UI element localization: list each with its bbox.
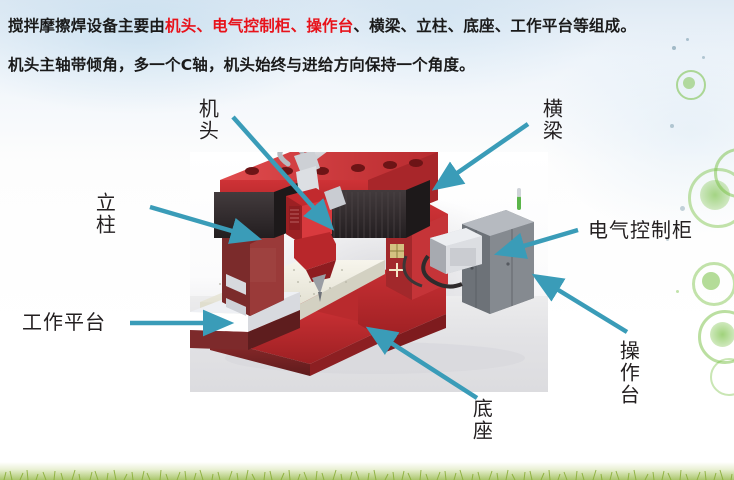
machine-illustration xyxy=(190,152,534,376)
heading-line-1: 搅拌摩擦焊设备主要由机头、电气控制柜、操作台、横梁、立柱、底座、工作平台等组成。 xyxy=(8,14,728,36)
heading-line1-prefix: 搅拌摩擦焊设备主要由 xyxy=(8,17,166,35)
heading-block: 搅拌摩擦焊设备主要由机头、电气控制柜、操作台、横梁、立柱、底座、工作平台等组成。… xyxy=(8,14,728,75)
label-work-platform: 工作平台 xyxy=(22,310,106,334)
label-electrical-cabinet: 电气控制柜 xyxy=(588,218,693,242)
label-column: 立柱 xyxy=(92,192,117,236)
callout-operation-console xyxy=(531,273,629,334)
label-operation-console: 操作台 xyxy=(616,340,641,406)
label-cross-beam: 横梁 xyxy=(539,98,564,142)
heading-line1-highlight: 机头、电气控制柜、操作台 xyxy=(165,17,354,35)
grass-strip xyxy=(0,462,734,480)
heading-line-2: 机头主轴带倾角，多一个C轴，机头始终与进给方向保持一个角度。 xyxy=(8,56,475,74)
machine-figure xyxy=(190,152,548,392)
heading-line1-suffix: 、横梁、立柱、底座、工作平台等组成。 xyxy=(353,17,637,35)
label-base: 底座 xyxy=(469,398,494,442)
label-machine-head: 机头 xyxy=(195,98,220,142)
grass-blades xyxy=(3,469,733,480)
